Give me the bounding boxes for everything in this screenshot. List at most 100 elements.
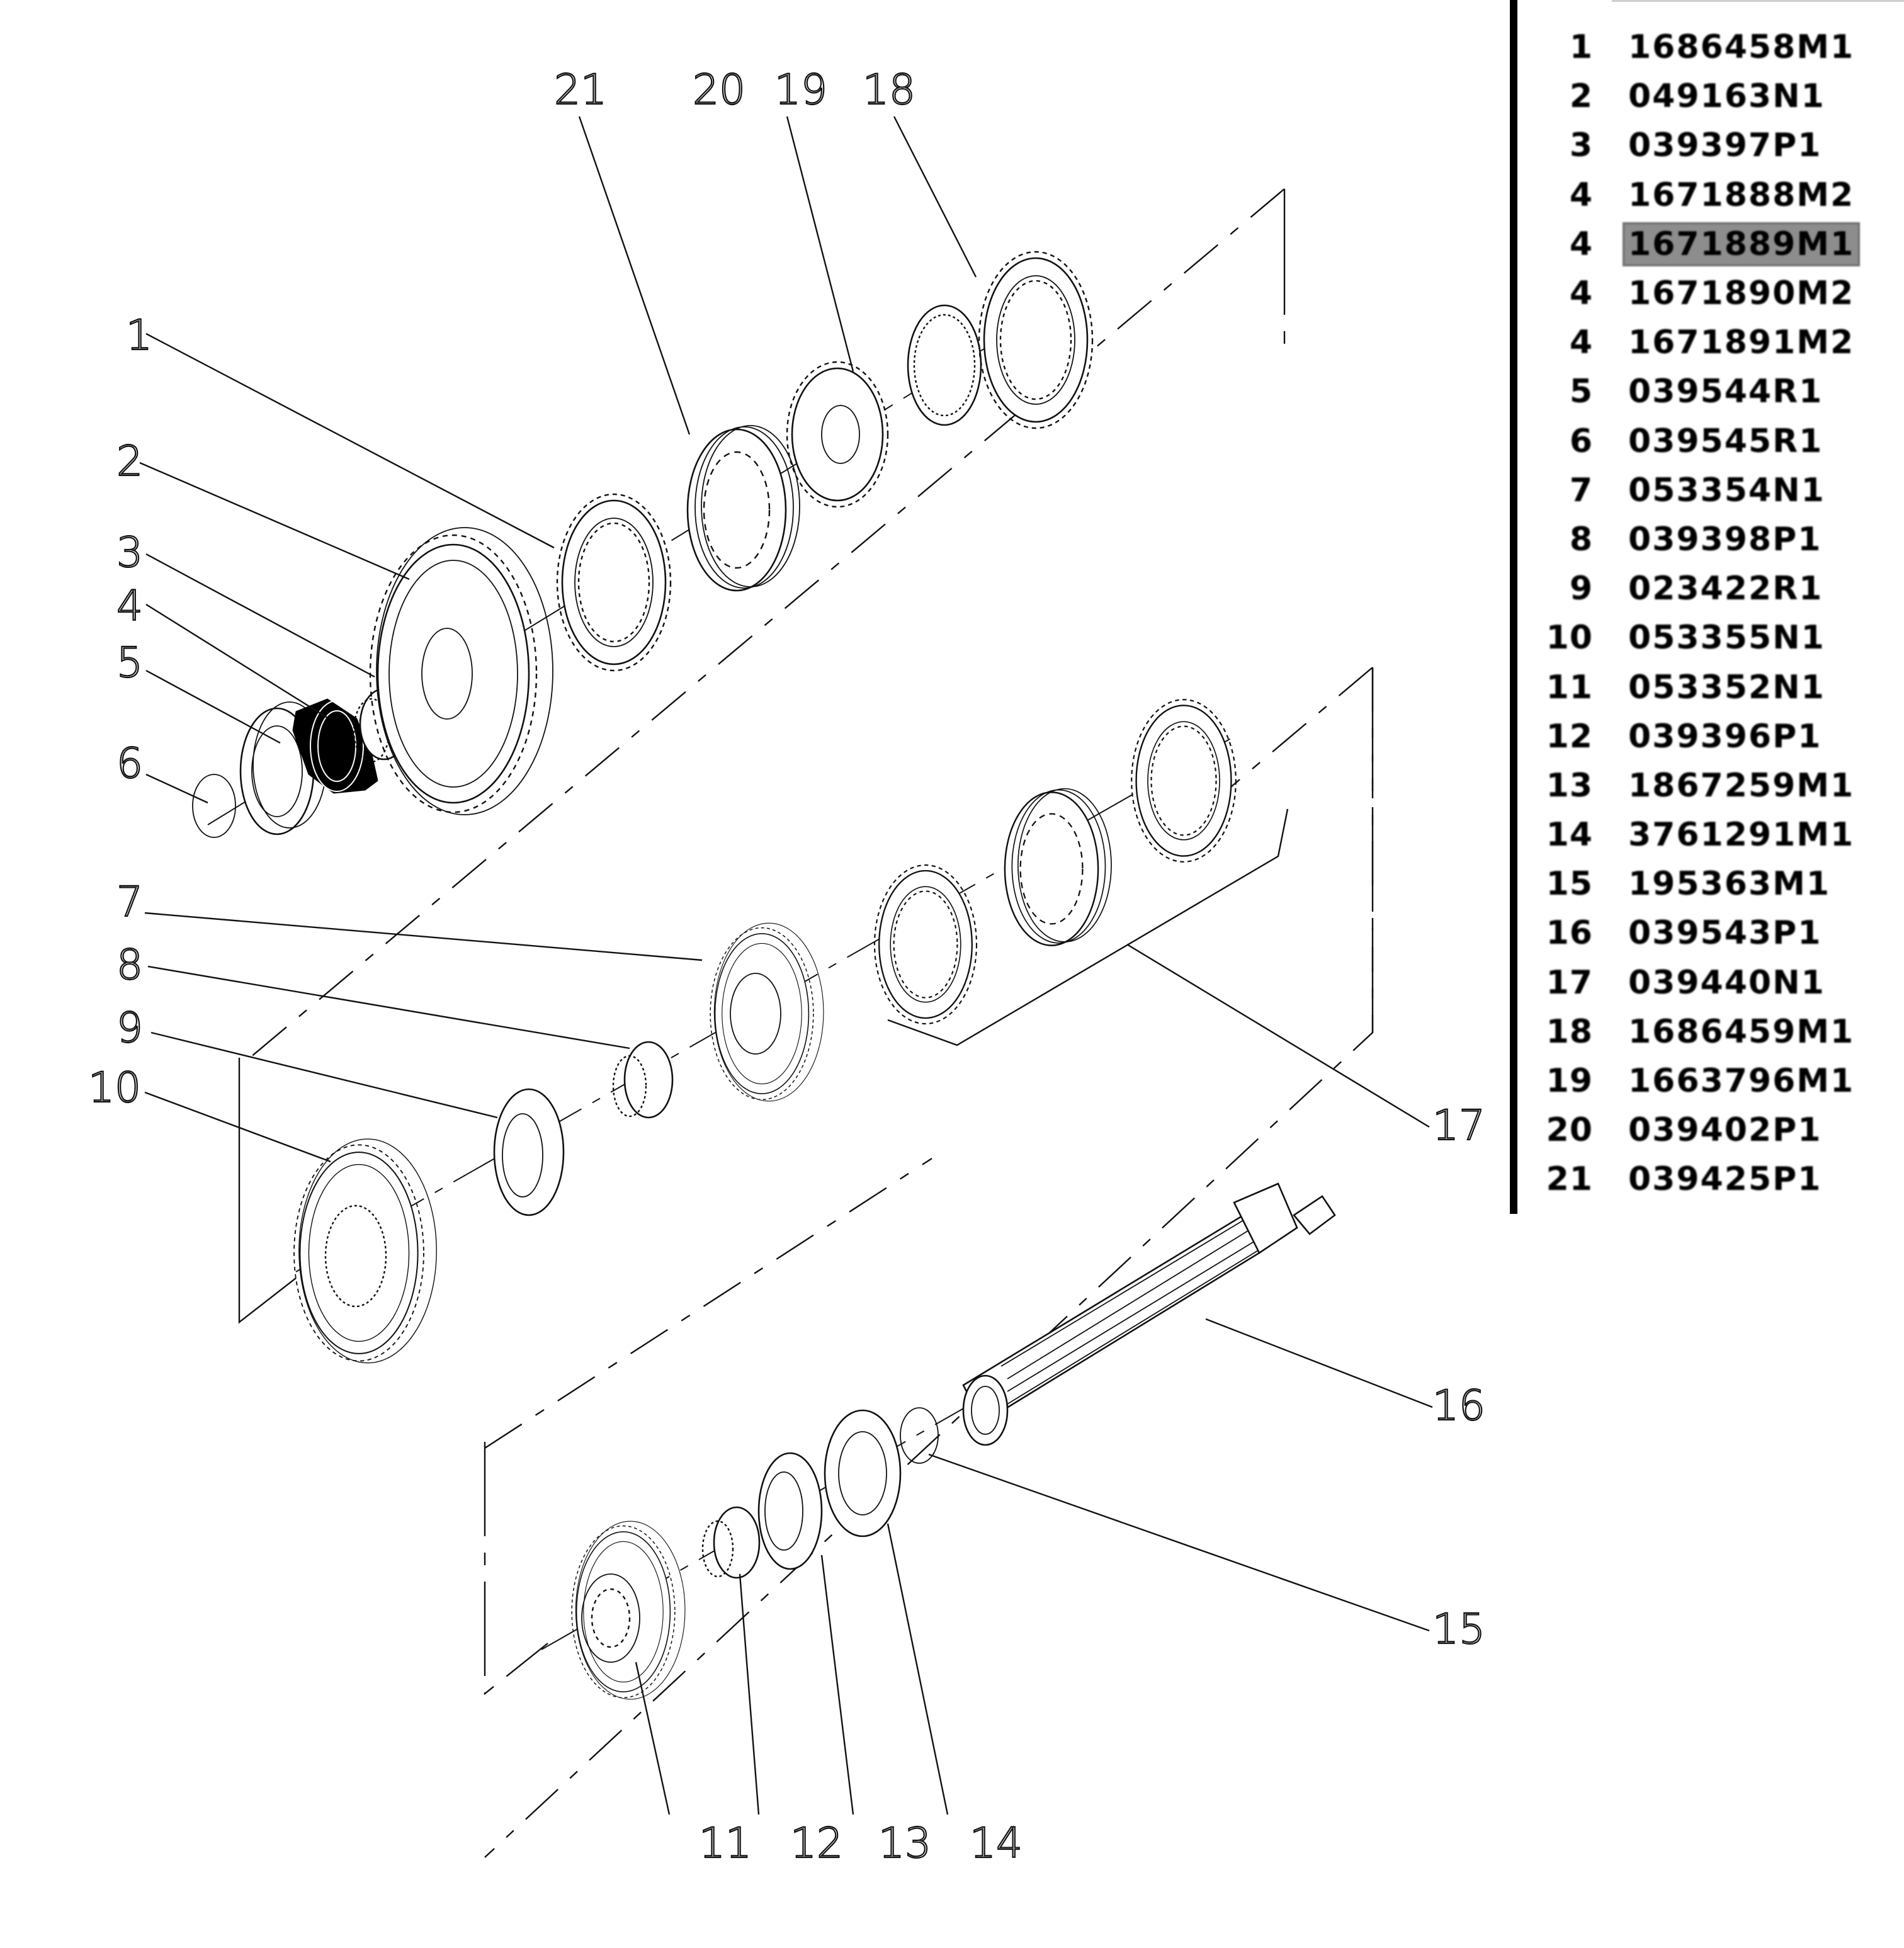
parts-row[interactable]: 4 1671891M2	[1530, 318, 1904, 367]
ref-number: 1	[1569, 28, 1593, 67]
part-number[interactable]: 039396P1	[1628, 717, 1822, 756]
part-number[interactable]: 195363M1	[1628, 865, 1831, 903]
parts-row[interactable]: 15 195363M1	[1530, 859, 1904, 909]
parts-row[interactable]: 20 039402P1	[1530, 1106, 1904, 1155]
callout-14: 14	[970, 1819, 1023, 1867]
ref-number: 5	[1569, 373, 1593, 411]
callout-3: 3	[116, 528, 143, 577]
part-number[interactable]: 1686458M1	[1628, 28, 1855, 67]
parts-row[interactable]: 21 039425P1	[1530, 1155, 1904, 1204]
part-number[interactable]: 039398P1	[1628, 520, 1822, 558]
part-20-hub	[786, 361, 889, 508]
part-number[interactable]: 039397P1	[1628, 127, 1822, 165]
ref-number: 9	[1569, 570, 1593, 608]
part-11-gear	[571, 1520, 686, 1700]
ref-number: 16	[1546, 914, 1593, 953]
callout-8: 8	[116, 941, 143, 989]
part-2-gear	[369, 526, 554, 816]
parts-row[interactable]: 9 023422R1	[1530, 564, 1904, 613]
part-1-ring-gear	[556, 493, 672, 672]
parts-row[interactable]: 8 039398P1	[1530, 515, 1904, 564]
exploded-parts-diagram: 1 2 3 4 5 6 7 8 9 10 11 12 13 14 15 16 1…	[88, 65, 1486, 1868]
ref-number: 10	[1546, 619, 1593, 657]
callout-16: 16	[1432, 1381, 1485, 1430]
part-number[interactable]: 1867259M1	[1628, 766, 1855, 805]
part-number[interactable]: 1663796M1	[1628, 1062, 1855, 1101]
callout-19: 19	[774, 65, 827, 114]
part-13-washer	[757, 1452, 823, 1570]
callout-12: 12	[790, 1819, 843, 1867]
part-number[interactable]: 053355N1	[1628, 619, 1825, 657]
part-number[interactable]: 039543P1	[1628, 914, 1822, 953]
ref-number: 14	[1546, 816, 1593, 854]
parts-row[interactable]: 4 1671890M2	[1530, 269, 1904, 318]
part-number[interactable]: 049163N1	[1628, 77, 1825, 116]
part-17-sleeve	[1004, 788, 1113, 946]
callout-11: 11	[699, 1819, 752, 1867]
part-17-ring-a	[873, 864, 978, 1025]
parts-row[interactable]: 10 053355N1	[1530, 613, 1904, 662]
ref-number: 18	[1546, 1012, 1593, 1051]
part-number[interactable]: 1671891M2	[1628, 324, 1855, 362]
parts-row[interactable]: 5 039544R1	[1530, 367, 1904, 416]
part-number[interactable]: 023422R1	[1628, 570, 1823, 608]
parts-row[interactable]: 16 039543P1	[1530, 909, 1904, 958]
parts-row-selected[interactable]: 4 1671889M1	[1530, 220, 1904, 269]
part-number[interactable]: 1671888M2	[1628, 176, 1855, 214]
part-number[interactable]: 039402P1	[1628, 1111, 1822, 1150]
parts-row[interactable]: 3 039397P1	[1530, 121, 1904, 170]
ref-number: 3	[1569, 127, 1593, 165]
ref-number: 4	[1569, 275, 1593, 313]
part-number[interactable]: 039544R1	[1628, 373, 1823, 411]
parts-row[interactable]: 1 1686458M1	[1530, 23, 1904, 72]
part-21-sleeve	[686, 424, 801, 592]
callout-2: 2	[116, 437, 143, 485]
callout-10: 10	[88, 1063, 141, 1112]
callout-1: 1	[126, 311, 152, 360]
callout-4: 4	[116, 582, 143, 630]
part-number[interactable]: 039440N1	[1628, 963, 1825, 1002]
part-6-snap-ring	[192, 774, 236, 838]
part-number[interactable]: 1686459M1	[1628, 1012, 1855, 1051]
ref-number: 20	[1546, 1111, 1593, 1150]
part-7-gear	[710, 922, 824, 1102]
ref-number: 4	[1569, 225, 1593, 263]
callout-5: 5	[116, 638, 143, 687]
parts-row[interactable]: 14 3761291M1	[1530, 810, 1904, 859]
panel-divider	[1510, 0, 1517, 1214]
part-number-highlighted[interactable]: 1671889M1	[1622, 222, 1861, 266]
part-17-ring-b	[1131, 699, 1237, 863]
ref-number: 4	[1569, 324, 1593, 362]
ref-number: 2	[1569, 77, 1593, 116]
part-16-splined-shaft	[962, 1182, 1336, 1446]
part-number[interactable]: 1671890M2	[1628, 275, 1855, 313]
callout-17: 17	[1432, 1101, 1485, 1150]
parts-row[interactable]: 18 1686459M1	[1530, 1007, 1904, 1056]
part-number[interactable]: 039545R1	[1628, 422, 1823, 460]
ref-number: 21	[1546, 1160, 1593, 1199]
parts-row[interactable]: 6 039545R1	[1530, 417, 1904, 466]
ref-number: 4	[1569, 176, 1593, 214]
part-number[interactable]: 039425P1	[1628, 1160, 1822, 1199]
parts-row[interactable]: 4 1671888M2	[1530, 171, 1904, 220]
callout-7: 7	[116, 878, 143, 926]
phantom-boundary-top	[242, 188, 1285, 1065]
part-14-bearing	[824, 1409, 902, 1537]
ref-number: 6	[1569, 422, 1593, 460]
parts-list: 1 1686458M1 2 049163N1 3 039397P1 4 1671888M…	[1530, 23, 1904, 1204]
callout-15: 15	[1432, 1605, 1485, 1653]
parts-row[interactable]: 2 049163N1	[1530, 72, 1904, 121]
ref-number: 8	[1569, 520, 1593, 558]
part-18-ring-gear	[978, 251, 1094, 429]
ref-number: 15	[1546, 865, 1593, 903]
part-number[interactable]: 053354N1	[1628, 471, 1825, 509]
part-number[interactable]: 053352N1	[1628, 668, 1825, 706]
part-number[interactable]: 3761291M1	[1628, 816, 1855, 854]
part-10-gear	[293, 1138, 438, 1364]
